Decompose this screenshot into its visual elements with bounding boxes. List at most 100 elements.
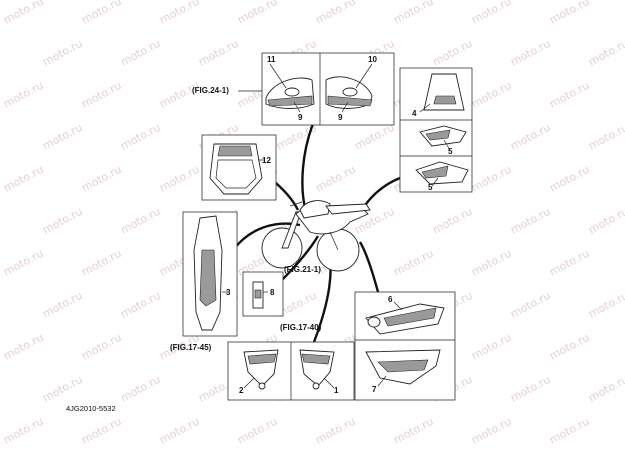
seat-stripe — [199, 249, 217, 307]
shroud-box: 2 1 — [227, 341, 355, 401]
leader-1 — [323, 377, 335, 389]
side-decal-upper-stripe — [425, 129, 451, 141]
callout-6: 6 — [388, 295, 393, 304]
watermark-text: moto.ru — [79, 331, 123, 363]
callout-2: 2 — [239, 386, 244, 395]
watermark-text: moto.ru — [547, 247, 591, 279]
tank-right-cap — [342, 87, 358, 97]
watermark-text: moto.ru — [469, 247, 513, 279]
watermark-text: moto.ru — [118, 205, 162, 237]
callout-7: 7 — [372, 385, 377, 394]
watermark-text: moto.ru — [1, 0, 45, 27]
wire-sidecover-right — [358, 241, 380, 293]
leader-7 — [377, 375, 387, 387]
wire-decal-8 — [279, 235, 320, 283]
leader-9a — [293, 101, 301, 113]
watermark-text: moto.ru — [118, 373, 162, 405]
side-decal-lower-stripe — [421, 165, 449, 179]
watermark-text: moto.ru — [469, 163, 513, 195]
callout-9a: 9 — [298, 113, 303, 122]
shroud-left-stripe — [247, 353, 277, 365]
tank-decal-box: 11 10 9 9 — [261, 52, 395, 126]
watermark-text: moto.ru — [79, 163, 123, 195]
callout-10: 10 — [368, 55, 377, 64]
watermark-text: moto.ru — [40, 289, 84, 321]
watermark-text: moto.ru — [157, 163, 201, 195]
ref-fig21-label: (FIG.21-1) — [284, 265, 321, 274]
watermark-text: moto.ru — [1, 331, 45, 363]
watermark-text: moto.ru — [157, 415, 201, 447]
watermark-text: moto.ru — [508, 37, 552, 69]
shroud-right-stripe — [301, 353, 331, 365]
watermark-text: moto.ru — [352, 121, 396, 153]
watermark-text: moto.ru — [547, 0, 591, 27]
leader-6 — [393, 301, 403, 311]
watermark-text: moto.ru — [391, 247, 435, 279]
callout-4: 4 — [412, 109, 417, 118]
watermark-text: moto.ru — [40, 205, 84, 237]
leader-5b — [431, 177, 439, 187]
watermark-text: moto.ru — [508, 121, 552, 153]
decal-8-marking — [254, 289, 262, 299]
watermark-text: moto.ru — [508, 289, 552, 321]
seat-sketch — [325, 203, 371, 215]
seat-box: 3 — [182, 211, 238, 337]
leader-5a — [443, 139, 451, 151]
leader-4 — [419, 103, 431, 113]
watermark-text: moto.ru — [235, 0, 279, 27]
watermark-text: moto.ru — [586, 37, 625, 69]
watermark-text: moto.ru — [586, 373, 625, 405]
watermark-text: moto.ru — [430, 205, 474, 237]
watermark-text: moto.ru — [313, 415, 357, 447]
watermark-text: moto.ru — [79, 79, 123, 111]
watermark-text: moto.ru — [391, 415, 435, 447]
watermark-text: moto.ru — [79, 415, 123, 447]
number-plate-box: 12 — [201, 134, 277, 201]
watermark-text: moto.ru — [469, 415, 513, 447]
number-plate-header — [217, 145, 253, 157]
leader-2 — [243, 377, 255, 389]
leader-11 — [269, 63, 287, 89]
watermark-text: moto.ru — [118, 37, 162, 69]
shroud-right-bolt — [312, 382, 320, 390]
callout-5b: 5 — [428, 183, 433, 192]
watermark-text: moto.ru — [508, 373, 552, 405]
watermark-text: moto.ru — [586, 121, 625, 153]
watermark-text: moto.ru — [391, 0, 435, 27]
watermark-text: moto.ru — [40, 121, 84, 153]
watermark-text: moto.ru — [1, 163, 45, 195]
swingarm — [329, 231, 339, 251]
leader-9b — [341, 101, 349, 113]
tank-left-stripe — [267, 95, 313, 107]
watermark-text: moto.ru — [196, 37, 240, 69]
watermark-text: moto.ru — [157, 0, 201, 27]
watermark-text: moto.ru — [547, 415, 591, 447]
watermark-text: moto.ru — [547, 331, 591, 363]
shroud-left-bolt — [258, 382, 266, 390]
callout-11: 11 — [267, 55, 276, 64]
tank-left-cap — [284, 87, 300, 97]
watermark-text: moto.ru — [508, 205, 552, 237]
leader-10 — [355, 63, 373, 89]
watermark-text: moto.ru — [469, 0, 513, 27]
side-cover-upper-hole — [367, 316, 381, 328]
rear-panel-box: 4 5 5 — [399, 67, 473, 193]
ref-fig24-label: (FIG.24-1) — [192, 86, 229, 95]
watermark-text: moto.ru — [235, 415, 279, 447]
callout-1: 1 — [334, 386, 339, 395]
watermark-text: moto.ru — [79, 247, 123, 279]
callout-12: 12 — [262, 156, 271, 165]
watermark-text: moto.ru — [586, 205, 625, 237]
callout-5a: 5 — [448, 147, 453, 156]
watermark-text: moto.ru — [469, 79, 513, 111]
watermark-text: moto.ru — [313, 0, 357, 27]
watermark-text: moto.ru — [79, 0, 123, 27]
side-cover-upper-stripe — [383, 307, 437, 327]
side-cover-box: 6 7 — [354, 291, 456, 401]
side-cover-lower-stripe — [377, 359, 429, 373]
number-plate-inner — [215, 159, 257, 189]
decal-8-box: 8 — [242, 271, 284, 317]
front-cowl-marking — [433, 95, 457, 105]
